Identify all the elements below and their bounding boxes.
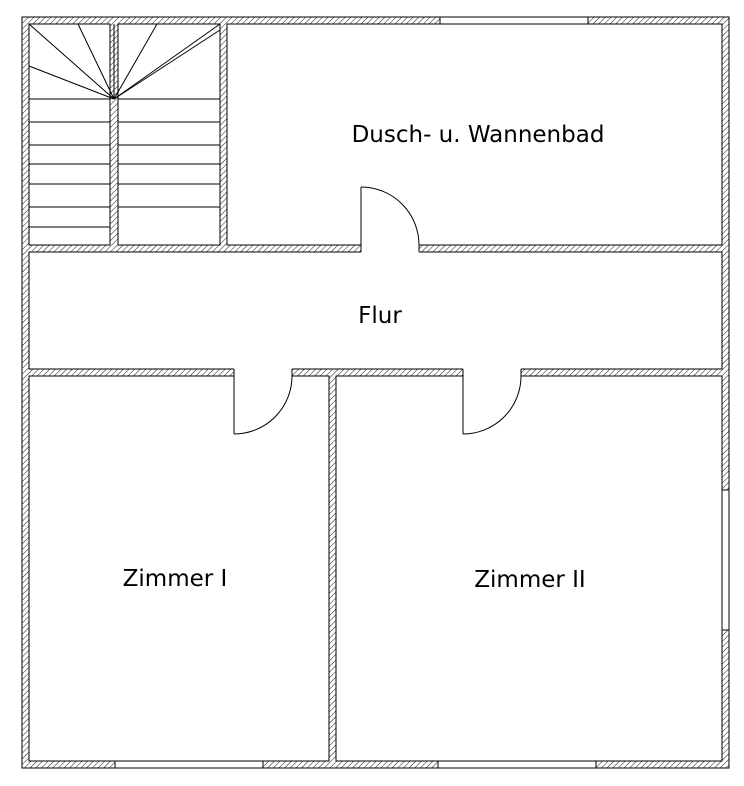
door-jambs xyxy=(233,245,522,376)
wall-openings xyxy=(114,16,730,769)
door-room2 xyxy=(462,375,522,435)
door-room1 xyxy=(233,375,293,435)
room-label-room1: Zimmer I xyxy=(123,566,228,592)
room-label-room2: Zimmer II xyxy=(474,567,585,593)
staircase xyxy=(28,23,221,228)
walls xyxy=(21,16,730,769)
door-openings xyxy=(234,244,521,377)
door-bath xyxy=(360,186,420,246)
room-label-hall: Flur xyxy=(358,303,402,329)
room-label-bath: Dusch- u. Wannenbad xyxy=(352,122,605,148)
